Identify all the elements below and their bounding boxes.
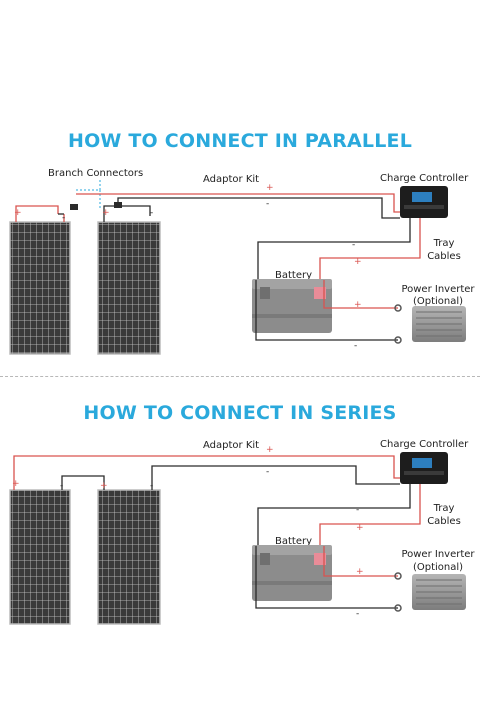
svg-text:-: - [60, 481, 63, 491]
svg-text:+: + [266, 445, 274, 455]
series-adaptor-kit-label: Adaptor Kit [203, 440, 260, 451]
parallel-inverter-label: Power Inverter [401, 284, 475, 295]
solar-panel-icon [9, 489, 71, 625]
series-diagram: + - + - + - - + + - [9, 445, 466, 625]
section-divider [0, 376, 480, 377]
parallel-title: HOW TO CONNECT IN PARALLEL [67, 130, 413, 152]
svg-text:-: - [266, 199, 269, 209]
svg-text:+: + [12, 479, 20, 489]
battery-icon [252, 279, 332, 333]
charge-controller-icon [400, 452, 448, 484]
svg-text:+: + [102, 208, 110, 218]
series-title: HOW TO CONNECT IN SERIES [83, 402, 397, 424]
svg-text:-: - [356, 505, 359, 515]
parallel-cables-label: Cables [427, 251, 461, 262]
charge-controller-icon [400, 186, 448, 218]
svg-text:+: + [354, 300, 362, 310]
series-battery-label: Battery [275, 536, 313, 547]
svg-text:+: + [356, 523, 364, 533]
series-charge-controller-label: Charge Controller [380, 439, 469, 450]
svg-text:-: - [150, 208, 153, 218]
branch-connectors-label: Branch Connectors [48, 168, 144, 179]
ring-terminal-icon [394, 304, 402, 312]
series-tray-label: Tray [433, 503, 455, 514]
ring-terminal-icon [394, 572, 402, 580]
series-inverter-optional-label: (Optional) [412, 562, 464, 573]
svg-text:+: + [266, 183, 274, 193]
svg-text:-: - [266, 467, 269, 477]
parallel-battery-label: Battery [275, 270, 313, 281]
series-cables-label: Cables [427, 516, 461, 527]
svg-text:-: - [150, 481, 153, 491]
power-inverter-icon [412, 574, 466, 610]
parallel-diagram: + - + - + - - + + - [9, 180, 466, 355]
solar-panel-icon [9, 221, 71, 355]
parallel-tray-label: Tray [433, 238, 455, 249]
svg-text:-: - [354, 341, 357, 351]
power-inverter-icon [412, 306, 466, 342]
ring-terminal-icon [394, 604, 402, 612]
svg-text:-: - [352, 240, 355, 250]
solar-panel-icon [97, 221, 161, 355]
ring-terminal-icon [394, 336, 402, 344]
svg-text:-: - [356, 609, 359, 619]
svg-text:+: + [354, 257, 362, 267]
svg-text:+: + [356, 567, 364, 577]
svg-text:+: + [14, 208, 22, 218]
solar-panel-icon [97, 489, 161, 625]
svg-text:+: + [100, 481, 108, 491]
svg-text:-: - [62, 213, 65, 223]
parallel-inverter-optional-label: (Optional) [412, 296, 464, 307]
parallel-charge-controller-label: Charge Controller [380, 173, 469, 184]
series-inverter-label: Power Inverter [401, 549, 475, 560]
battery-icon [252, 545, 332, 601]
parallel-adaptor-kit-label: Adaptor Kit [203, 174, 260, 185]
